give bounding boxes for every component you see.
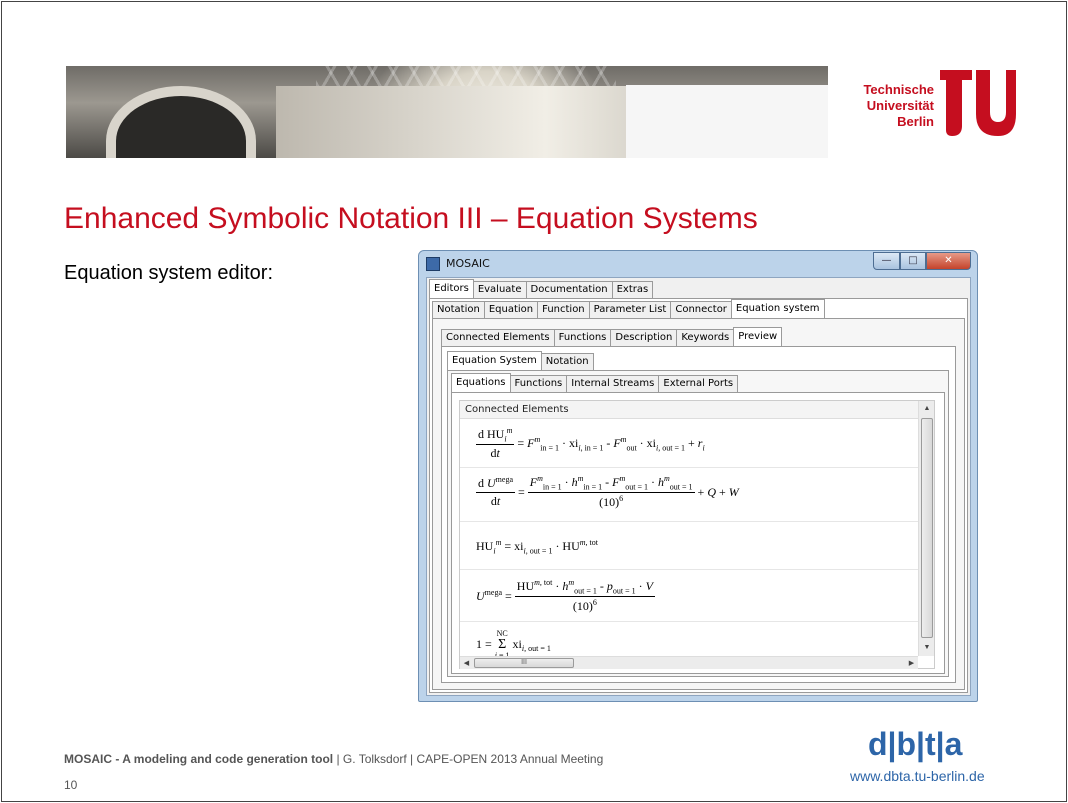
tab-content-functions[interactable]: Functions — [509, 375, 568, 392]
tu-logo-text: Technische Universität Berlin — [863, 82, 934, 130]
scroll-down-arrow-icon[interactable]: ▼ — [923, 644, 931, 651]
connected-elements-header: Connected Elements — [460, 401, 918, 419]
tab-notation[interactable]: Notation — [432, 301, 485, 318]
tab-equation-system-preview[interactable]: Equation System — [447, 351, 542, 370]
footer-bold: MOSAIC - A modeling and code generation … — [64, 752, 334, 766]
vertical-scroll-thumb[interactable] — [921, 418, 933, 638]
equation-4: Umega = HUm, tot · hmout = 1 - pout = 1 … — [476, 578, 655, 614]
tab-equation-system[interactable]: Equation system — [730, 299, 825, 318]
tab-parameter-list[interactable]: Parameter List — [588, 301, 672, 318]
body-label: Equation system editor: — [64, 262, 273, 284]
footer-rest: | G. Tolksdorf | CAPE-OPEN 2013 Annual M… — [333, 752, 604, 766]
editors-panel: Notation Equation Function Parameter Lis… — [429, 298, 968, 693]
slide-title: Enhanced Symbolic Notation III – Equatio… — [64, 202, 758, 235]
equation-row[interactable]: HUim = xii, out = 1 · HUm, tot — [460, 522, 918, 570]
dbta-url: www.dbta.tu-berlin.de — [850, 768, 985, 784]
tu-berlin-logo: Technische Universität Berlin berlin — [840, 68, 1020, 160]
equation-3: HUim = xii, out = 1 · HUm, tot — [476, 538, 598, 556]
banner-pillar — [626, 85, 828, 158]
tab-functions[interactable]: Functions — [553, 329, 612, 346]
tab-evaluate[interactable]: Evaluate — [472, 281, 527, 298]
tab-description[interactable]: Description — [610, 329, 678, 346]
preview-tab-bar: Equation System Notation — [447, 351, 594, 370]
tab-documentation[interactable]: Documentation — [525, 281, 613, 298]
tu-logo-line3: Berlin — [897, 114, 934, 129]
mosaic-window: MOSAIC — □ ✕ Editors Evaluate Documentat… — [418, 250, 978, 702]
main-tab-bar: Editors Evaluate Documentation Extras — [429, 279, 654, 298]
tu-logo-mark: berlin — [940, 70, 1016, 136]
tu-mark-text: berlin — [990, 79, 1004, 108]
horizontal-scroll-thumb[interactable]: III — [474, 658, 574, 668]
tab-internal-streams[interactable]: Internal Streams — [566, 375, 660, 392]
tab-notation-preview[interactable]: Notation — [540, 353, 594, 370]
equation-system-preview-panel: Equations Functions Internal Streams Ext… — [447, 370, 949, 677]
window-title: MOSAIC — [446, 257, 490, 270]
equation-system-panel: Connected Elements Functions Description… — [432, 318, 965, 690]
tab-preview[interactable]: Preview — [733, 327, 783, 346]
scroll-left-arrow-icon[interactable]: ◀ — [463, 660, 470, 667]
window-client-area: Editors Evaluate Documentation Extras No… — [426, 277, 971, 696]
vertical-scrollbar[interactable]: ▲ ▼ — [918, 401, 934, 656]
editor-tab-bar: Notation Equation Function Parameter Lis… — [432, 299, 825, 318]
tab-connector[interactable]: Connector — [670, 301, 732, 318]
window-titlebar[interactable]: MOSAIC — □ ✕ — [419, 251, 977, 277]
window-controls: — □ ✕ — [873, 252, 971, 270]
maximize-button[interactable]: □ — [900, 252, 926, 270]
tab-connected-elements[interactable]: Connected Elements — [441, 329, 555, 346]
page-number: 10 — [64, 778, 78, 792]
scroll-right-arrow-icon[interactable]: ▶ — [908, 660, 915, 667]
tu-logo-line1: Technische — [863, 82, 934, 97]
tab-editors[interactable]: Editors — [429, 279, 474, 298]
tab-equations[interactable]: Equations — [451, 373, 511, 392]
footer-text: MOSAIC - A modeling and code generation … — [64, 752, 603, 766]
header-banner-image — [66, 66, 828, 158]
tab-function[interactable]: Function — [537, 301, 590, 318]
dbta-logo: d|b|t|a — [868, 726, 963, 762]
content-tab-bar: Equations Functions Internal Streams Ext… — [451, 373, 739, 392]
scroll-up-arrow-icon[interactable]: ▲ — [923, 405, 931, 412]
tab-keywords[interactable]: Keywords — [676, 329, 735, 346]
banner-arch-left — [106, 86, 256, 158]
tab-equation[interactable]: Equation — [483, 301, 539, 318]
system-tab-bar: Connected Elements Functions Description… — [441, 327, 783, 346]
tu-logo-line2: Universität — [866, 98, 934, 113]
minimize-button[interactable]: — — [873, 252, 900, 270]
tab-extras[interactable]: Extras — [611, 281, 654, 298]
tab-external-ports[interactable]: External Ports — [658, 375, 739, 392]
horizontal-scrollbar[interactable]: ◀ III ▶ — [460, 656, 918, 669]
preview-panel: Equation System Notation Equations Funct… — [441, 346, 956, 683]
equation-row[interactable]: Umega = HUm, tot · hmout = 1 - pout = 1 … — [460, 570, 918, 622]
close-button[interactable]: ✕ — [926, 252, 971, 270]
app-icon — [426, 257, 440, 271]
